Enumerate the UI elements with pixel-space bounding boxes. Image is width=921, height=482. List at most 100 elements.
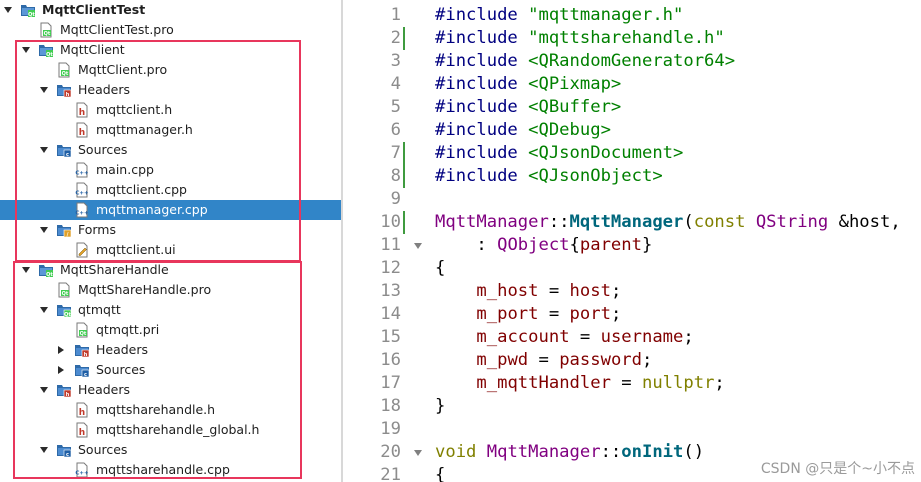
code-line[interactable]: #include <QPixmap> — [435, 73, 621, 96]
code-token: { — [435, 258, 446, 278]
chevron-down-icon[interactable] — [40, 387, 48, 393]
svg-text:h: h — [66, 92, 70, 98]
code-line[interactable]: #include <QJsonDocument> — [435, 142, 683, 165]
line-number: 18 — [380, 396, 401, 416]
code-token: <QDebug> — [528, 120, 611, 140]
code-token: = — [528, 350, 560, 370]
code-line[interactable]: #include <QDebug> — [435, 119, 611, 142]
line-number: 15 — [380, 327, 401, 347]
chevron-down-icon[interactable] — [40, 227, 48, 233]
line-number: 21 — [380, 465, 401, 482]
code-line[interactable]: #include <QBuffer> — [435, 96, 621, 119]
code-token: #include — [435, 97, 529, 117]
tree-item[interactable]: C++main.cpp — [0, 160, 341, 180]
chevron-down-icon[interactable] — [22, 267, 30, 273]
chevron-down-icon[interactable] — [40, 447, 48, 453]
tree-item-label: mqttmanager.h — [96, 122, 193, 137]
code-line[interactable]: } — [435, 395, 445, 418]
line-number: 6 — [390, 120, 401, 140]
code-token — [435, 304, 476, 324]
code-line[interactable]: #include "mqttsharehandle.h" — [435, 27, 725, 50]
chevron-right-icon[interactable] — [58, 366, 64, 374]
code-token: QObject — [497, 235, 570, 255]
tree-item[interactable]: C++mqttsharehandle.cpp — [0, 460, 341, 480]
qt-folder-icon: Qt — [56, 302, 72, 318]
code-editor[interactable]: 1#include "mqttmanager.h"2#include "mqtt… — [343, 0, 921, 482]
code-line[interactable]: m_account = username; — [435, 326, 693, 349]
code-line[interactable]: m_pwd = password; — [435, 349, 652, 372]
code-token — [435, 281, 476, 301]
fold-arrow-icon[interactable] — [414, 450, 422, 456]
tree-item-label: Sources — [78, 442, 128, 457]
code-token: MqttManager — [569, 212, 684, 232]
code-line[interactable]: #include "mqttmanager.h" — [435, 4, 683, 27]
code-line[interactable]: { — [435, 464, 445, 482]
code-token: = — [569, 327, 601, 347]
code-token: <QBuffer> — [528, 97, 622, 117]
svg-text:h: h — [66, 392, 70, 398]
code-token: password — [559, 350, 642, 370]
line-number: 4 — [390, 74, 401, 94]
code-line[interactable]: m_port = port; — [435, 303, 621, 326]
fold-arrow-icon[interactable] — [414, 243, 422, 249]
code-line[interactable]: #include <QRandomGenerator64> — [435, 50, 735, 73]
line-number: 17 — [380, 373, 401, 393]
sources-folder-icon: c — [56, 442, 72, 458]
code-token: m_account — [476, 327, 570, 347]
code-line[interactable]: m_host = host; — [435, 280, 621, 303]
tree-item[interactable]: mqttclient.ui — [0, 240, 341, 260]
chevron-down-icon[interactable] — [4, 7, 12, 13]
code-line[interactable]: void MqttManager::onInit() — [435, 441, 704, 464]
code-token: : — [435, 235, 498, 255]
line-number: 3 — [390, 51, 401, 71]
code-token: } — [435, 396, 446, 416]
line-number: 12 — [380, 258, 401, 278]
chevron-down-icon[interactable] — [40, 87, 48, 93]
chevron-down-icon[interactable] — [40, 147, 48, 153]
tree-item[interactable]: C++mqttmanager.cpp — [0, 200, 341, 220]
tree-item[interactable]: c Sources — [0, 440, 341, 460]
code-token: nullptr — [641, 373, 715, 393]
code-token: m_mqttHandler — [476, 373, 611, 393]
chevron-right-icon[interactable] — [58, 346, 64, 354]
headers-folder-icon: h — [56, 82, 72, 98]
code-line[interactable]: #include <QJsonObject> — [435, 165, 663, 188]
code-line[interactable]: MqttManager::MqttManager(const QString &… — [435, 211, 901, 234]
code-token: :: — [600, 442, 622, 462]
line-number: 16 — [380, 350, 401, 370]
code-token: QString — [755, 212, 839, 232]
qt-project-icon: Qt — [20, 2, 36, 18]
highlight-box-mqttsharehandle — [13, 261, 302, 479]
tree-item[interactable]: /Forms — [0, 220, 341, 240]
svg-text:Qt: Qt — [44, 31, 51, 37]
chevron-down-icon[interactable] — [22, 47, 30, 53]
tree-item-label: main.cpp — [96, 162, 154, 177]
chevron-down-icon[interactable] — [40, 307, 48, 313]
code-line[interactable]: : QObject{parent} — [435, 234, 652, 257]
line-number: 8 — [390, 166, 401, 186]
tree-item-label: mqttsharehandle.cpp — [96, 462, 230, 477]
sources-folder-icon: c — [74, 362, 90, 378]
pane-splitter[interactable] — [341, 0, 343, 482]
code-line[interactable]: m_mqttHandler = nullptr; — [435, 372, 724, 395]
code-line[interactable]: { — [435, 257, 445, 280]
tree-item[interactable]: C++mqttclient.cpp — [0, 180, 341, 200]
